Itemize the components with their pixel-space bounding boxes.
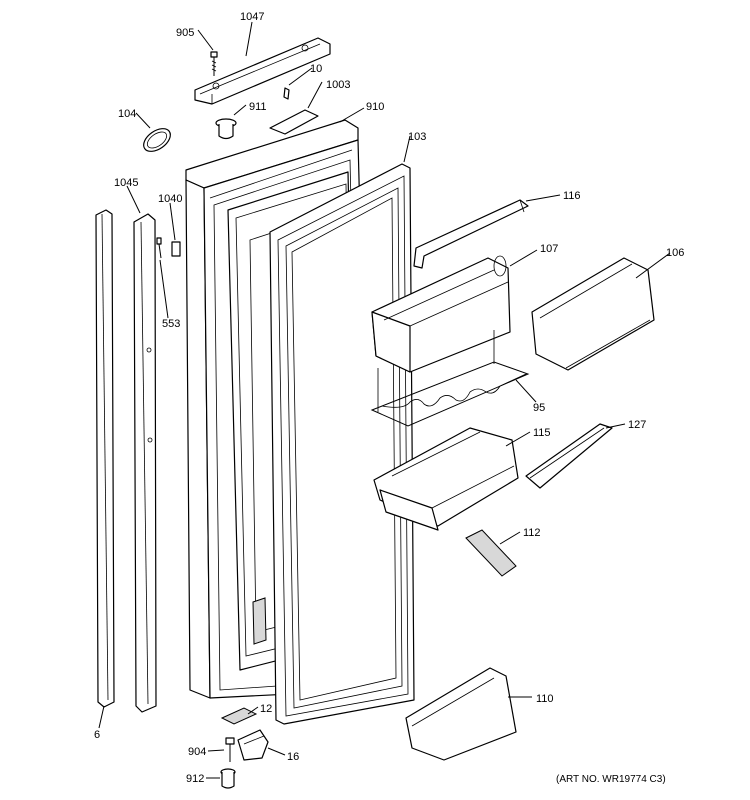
handle-trim-1045 bbox=[133, 213, 157, 713]
screw-553 bbox=[156, 237, 162, 259]
hinge-plate-12 bbox=[220, 707, 258, 725]
callout-labels: 905 1047 10 1003 911 910 104 103 116 104… bbox=[94, 11, 684, 785]
callout-95: 95 bbox=[533, 402, 545, 414]
callout-104: 104 bbox=[118, 108, 136, 120]
pin-10 bbox=[283, 87, 290, 100]
callout-12: 12 bbox=[260, 703, 272, 715]
callout-911: 911 bbox=[249, 101, 267, 113]
art-number: (ART NO. WR19774 C3) bbox=[556, 774, 666, 785]
callout-106: 106 bbox=[666, 247, 684, 259]
bushing-912 bbox=[220, 768, 236, 789]
dairy-cover bbox=[531, 257, 655, 371]
callout-103: 103 bbox=[408, 131, 426, 143]
clip-1040 bbox=[171, 241, 181, 257]
bin-rack bbox=[370, 330, 530, 427]
callout-910: 910 bbox=[366, 101, 384, 113]
bin-trim-127 bbox=[525, 423, 613, 489]
callout-116: 116 bbox=[563, 190, 581, 202]
callout-905: 905 bbox=[176, 27, 194, 39]
callout-1040: 1040 bbox=[158, 193, 182, 205]
bin-trim-112 bbox=[465, 529, 517, 577]
screw-905 bbox=[210, 51, 218, 76]
callout-912: 912 bbox=[186, 773, 204, 785]
callout-6: 6 bbox=[94, 729, 100, 741]
callout-110: 110 bbox=[536, 693, 554, 705]
bin-110 bbox=[405, 667, 517, 761]
door-cap-strip bbox=[269, 109, 319, 135]
callout-127: 127 bbox=[628, 419, 646, 431]
door-gasket bbox=[269, 163, 415, 725]
callout-1047: 1047 bbox=[240, 11, 264, 23]
callout-112: 112 bbox=[523, 527, 541, 539]
callout-115: 115 bbox=[533, 427, 551, 439]
callout-553: 553 bbox=[162, 318, 180, 330]
bushing-911 bbox=[215, 118, 237, 140]
cap-104 bbox=[143, 128, 171, 152]
callout-16: 16 bbox=[287, 751, 299, 763]
screw-904 bbox=[225, 737, 235, 762]
hinge-bracket-16 bbox=[237, 729, 269, 761]
callout-10: 10 bbox=[310, 63, 322, 75]
leader-lines bbox=[98, 21, 671, 779]
top-hinge-bracket bbox=[194, 37, 331, 105]
callout-107: 107 bbox=[540, 243, 558, 255]
callout-1045: 1045 bbox=[114, 177, 138, 189]
bin-rail bbox=[413, 199, 529, 269]
bin-115 bbox=[373, 427, 519, 531]
bin-107 bbox=[371, 255, 511, 373]
callout-904: 904 bbox=[188, 746, 206, 758]
callout-1003: 1003 bbox=[326, 79, 350, 91]
handle-trim-6 bbox=[95, 209, 115, 708]
